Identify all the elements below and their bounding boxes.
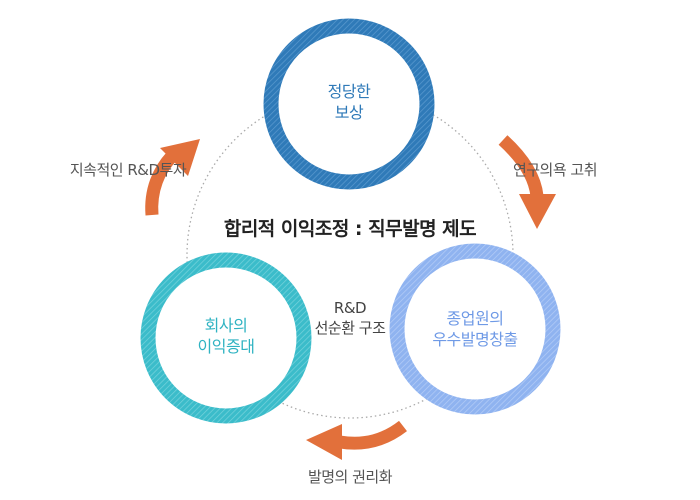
arrow-label-top-right: 연구의욕 고취 <box>512 161 598 179</box>
center-label-line-2: 선순환 구조 <box>314 319 386 338</box>
ring-left <box>140 252 312 424</box>
node-top-text: 정당한 보상 <box>309 82 389 124</box>
ring-top <box>263 18 435 190</box>
center-label-line-1: R&D <box>333 299 367 317</box>
arrow-label-top-left: 지속적인 R&D투자 <box>69 161 187 179</box>
center-label: R&D 선순환 구조 <box>300 298 400 339</box>
node-left-line-1: 회사의 <box>204 316 248 335</box>
arrow-top-left <box>145 139 200 216</box>
node-right-line-1: 종업원의 <box>446 309 504 328</box>
node-top-line-1: 정당한 <box>327 82 371 101</box>
node-right-text: 종업원의 우수발명창출 <box>420 309 530 351</box>
arrow-top-right <box>498 135 556 229</box>
ring-right <box>389 243 561 415</box>
arrow-label-bottom: 발명의 권리화 <box>307 468 393 486</box>
node-left-text: 회사의 이익증대 <box>176 316 276 358</box>
arrow-bottom <box>306 420 407 460</box>
node-left-line-2: 이익증대 <box>197 336 255 356</box>
node-right-line-2: 우수발명창출 <box>432 329 518 349</box>
node-top-line-2: 보상 <box>334 102 364 122</box>
diagram-title: 합리적 이익조정 : 직무발명 제도 <box>223 218 477 240</box>
